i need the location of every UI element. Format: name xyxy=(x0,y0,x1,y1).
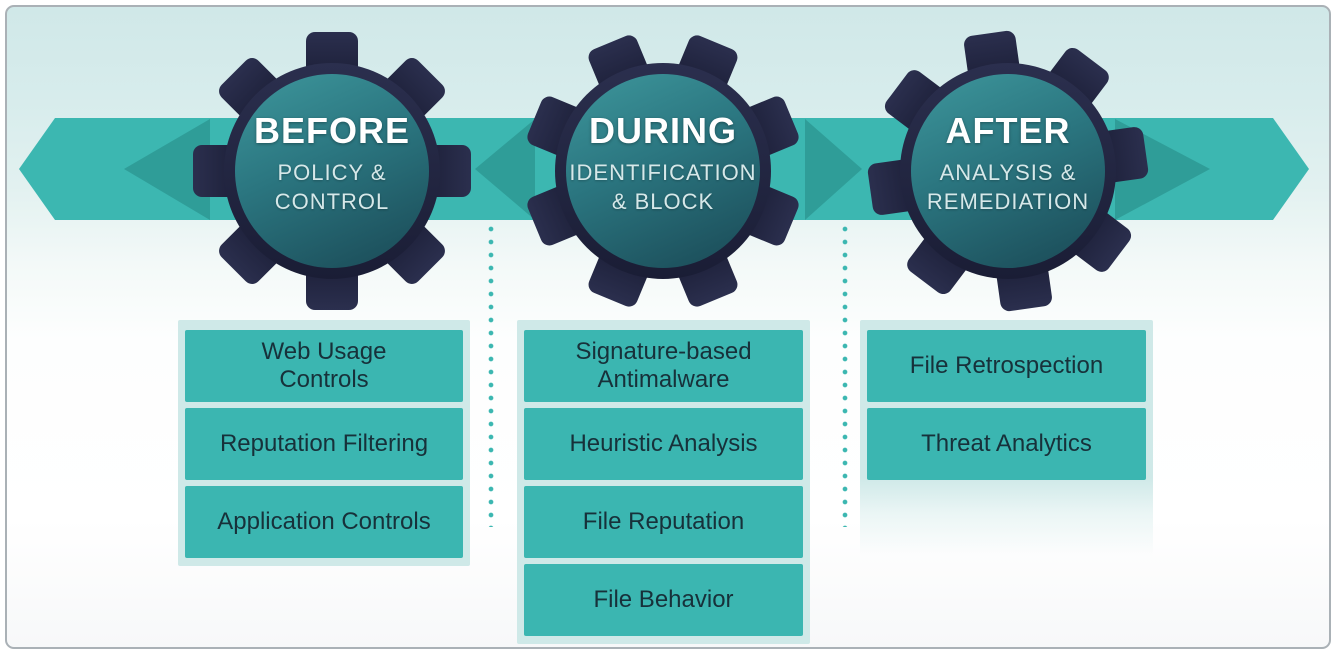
during-gear-icon: DURING IDENTIFICATION & BLOCK xyxy=(521,29,805,313)
before-capabilities-panel: Web Usage Controls Reputation Filtering … xyxy=(178,320,470,566)
before-gear-icon: BEFORE POLICY & CONTROL xyxy=(190,29,474,313)
capability-box-heuristic-analysis: Heuristic Analysis xyxy=(524,408,803,480)
phase-subtitle-during: IDENTIFICATION & BLOCK xyxy=(569,160,757,215)
phase-subtitle-after: ANALYSIS & REMEDIATION xyxy=(926,160,1090,215)
phase-subtitle-before: POLICY & CONTROL xyxy=(274,160,390,215)
during-capabilities-panel: Signature-based Antimalware Heuristic An… xyxy=(517,320,810,644)
gear-shape xyxy=(193,32,471,310)
chevron-left-outer-icon xyxy=(124,119,210,220)
gear-shape xyxy=(527,35,799,307)
capability-box-threat-analytics: Threat Analytics xyxy=(867,408,1146,480)
diagram-frame: BEFORE POLICY & CONTROL xyxy=(5,5,1331,649)
phase-title-after: AFTER xyxy=(945,110,1071,151)
after-gear-icon: AFTER ANALYSIS & REMEDIATION xyxy=(866,29,1150,313)
phase-title-before: BEFORE xyxy=(253,110,410,151)
capability-box-file-behavior: File Behavior xyxy=(524,564,803,636)
capability-box-application-controls: Application Controls xyxy=(185,486,463,558)
capability-box-web-usage-controls: Web Usage Controls xyxy=(185,330,463,402)
capability-box-reputation-filtering: Reputation Filtering xyxy=(185,408,463,480)
phase-title-during: DURING xyxy=(589,110,737,151)
capability-box-signature-antimalware: Signature-based Antimalware xyxy=(524,330,803,402)
chevron-left-inner-icon xyxy=(475,119,535,220)
after-capabilities-panel: File Retrospection Threat Analytics xyxy=(860,320,1153,556)
dotted-divider-right xyxy=(842,187,848,527)
dotted-divider-left xyxy=(488,187,494,527)
chevron-right-inner-icon xyxy=(805,119,862,220)
capability-box-file-retrospection: File Retrospection xyxy=(867,330,1146,402)
capability-box-file-reputation: File Reputation xyxy=(524,486,803,558)
gear-shape xyxy=(867,30,1149,312)
